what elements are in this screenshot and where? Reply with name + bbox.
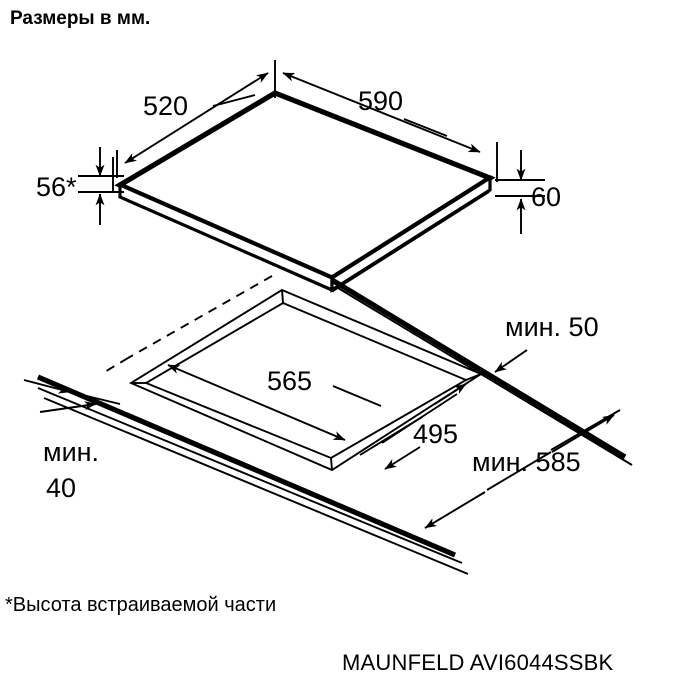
worktop-front-edge-mid — [37, 387, 463, 564]
footnote-text: *Высота встраиваемой части — [5, 594, 276, 616]
dim-520-label: 520 — [143, 91, 188, 121]
appliance-cooktop — [114, 90, 496, 293]
dimension-60: 60 — [495, 150, 561, 234]
dim-56-label: 56* — [36, 172, 77, 202]
dim-495-arrow-down — [384, 446, 421, 470]
dim-min585-label: мин. 585 — [472, 447, 581, 477]
dim-min585-arrow-lower — [424, 491, 486, 529]
worktop-front-edge-upper — [36, 374, 457, 558]
dimension-56: 56* — [36, 147, 124, 225]
dimension-min-50: мин. 50 — [494, 312, 599, 373]
dim-min40-witness — [69, 391, 121, 405]
dim-565-label: 565 — [267, 366, 312, 396]
dim-min40-label-line2: 40 — [46, 473, 76, 503]
dim-590-line — [282, 72, 481, 153]
dimension-min-585: мин. 585 — [424, 409, 621, 529]
dim-min585-arrow-upper — [551, 414, 615, 453]
worktop-front-edge-lower — [43, 397, 469, 575]
projection-dashed-line-extension — [102, 357, 129, 374]
cooktop-lip-left — [123, 198, 334, 292]
dimension-590: 590 — [282, 72, 498, 182]
dim-min40-label-line1: мин. — [43, 437, 99, 467]
dim-590-leader — [403, 118, 448, 137]
cooktop-lip-corner — [119, 196, 125, 200]
dim-520-line — [124, 72, 269, 164]
dimension-520: 520 — [112, 60, 276, 192]
dim-min50-label: мин. 50 — [505, 312, 599, 342]
dim-min40-arrow-lower — [39, 401, 97, 413]
dim-495-label: 495 — [413, 419, 458, 449]
dim-495-arrow-up — [434, 383, 467, 405]
dim-590-label: 590 — [358, 86, 403, 116]
dim-565-line — [167, 364, 346, 441]
worktop-back-edge-upper — [330, 277, 627, 460]
dim-min585-line — [486, 451, 552, 491]
dim-520-leader — [212, 94, 256, 107]
dimension-min-40: мин. 40 — [23, 379, 121, 503]
cutout-rim-corner-top — [281, 289, 284, 304]
page-title: Размеры в мм. — [10, 8, 150, 29]
worktop-back-edge-lower — [337, 287, 633, 466]
dim-60-label: 60 — [531, 182, 561, 212]
model-name: MAUNFELD AVI6044SSBK — [342, 650, 613, 675]
cutout-rim-corner-right — [465, 373, 482, 381]
dim-565-leader — [332, 385, 382, 407]
dim-min40-arrow-upper — [23, 379, 71, 394]
cooktop-lip-right — [332, 191, 490, 292]
dimension-495: 495 — [359, 383, 467, 470]
projection-dashed-line — [127, 275, 273, 359]
cutout-rim-corner-bottom — [330, 457, 333, 471]
dimension-565: 565 — [167, 364, 382, 441]
dim-495-witness — [359, 416, 423, 456]
dim-min50-arrow — [494, 349, 528, 373]
